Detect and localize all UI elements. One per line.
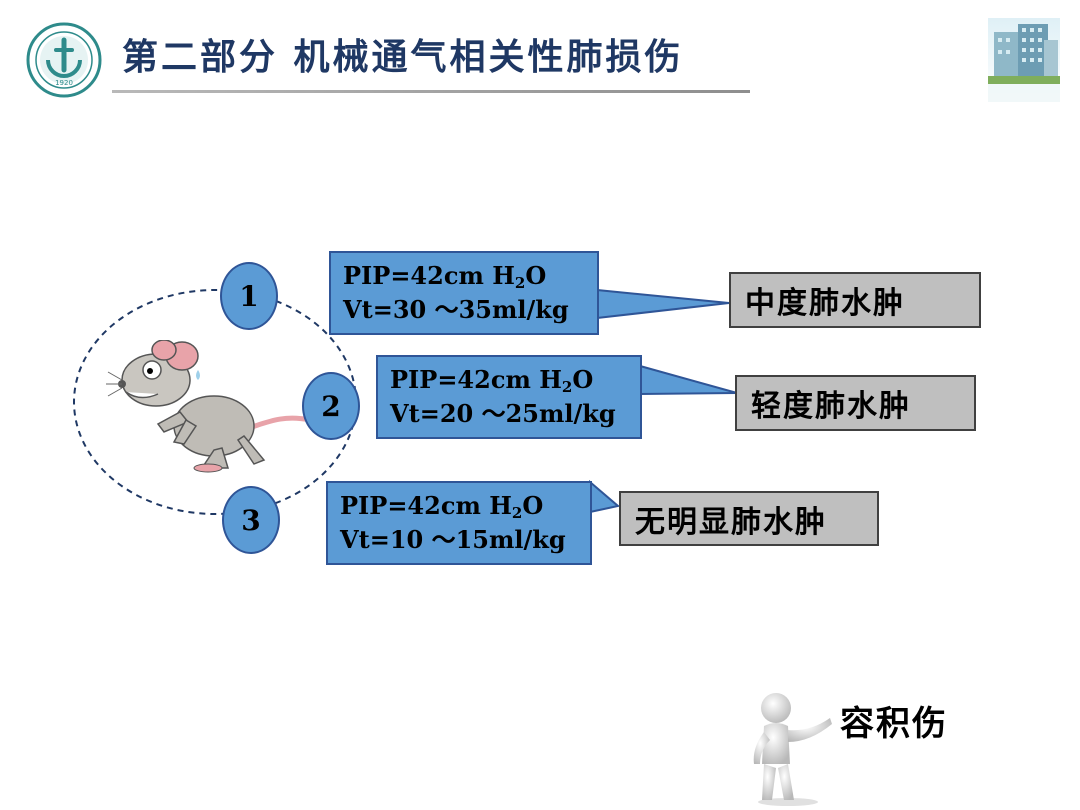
pip-line-2: PIP=42cm H2O xyxy=(390,365,594,396)
hospital-logo-icon: 1920 xyxy=(26,22,102,98)
cartoon-mouse-icon xyxy=(106,340,313,473)
vt-line-2: Vt=20 ～25ml/kg xyxy=(390,399,616,428)
result-box-3: 无明显肺水肿 xyxy=(619,491,879,546)
caption-volume-injury: 容积伤 xyxy=(840,704,948,744)
hospital-building-icon xyxy=(988,18,1060,102)
group-number-3: 3 xyxy=(222,486,280,554)
pip-line-1: PIP=42cm H2O xyxy=(343,261,547,292)
group-number-1: 1 xyxy=(220,262,278,330)
vt-line-1: Vt=30 ～35ml/kg xyxy=(343,295,569,324)
param-box-2: PIP=42cm H2O Vt=20 ～25ml/kg xyxy=(376,355,642,439)
logo-year: 1920 xyxy=(55,79,73,87)
title-divider xyxy=(112,90,750,93)
result-box-2: 轻度肺水肿 xyxy=(735,375,976,431)
pip-line-3: PIP=42cm H2O xyxy=(340,491,544,522)
page-title: 第二部分 机械通气相关性肺损伤 xyxy=(122,36,684,78)
3d-person-presenting-icon xyxy=(753,693,832,806)
param-box-1: PIP=42cm H2O Vt=30 ～35ml/kg xyxy=(329,251,599,335)
param-box-3: PIP=42cm H2O Vt=10 ～15ml/kg xyxy=(326,481,592,565)
vt-line-3: Vt=10 ～15ml/kg xyxy=(340,525,566,554)
group-number-2: 2 xyxy=(302,372,360,440)
result-box-1: 中度肺水肿 xyxy=(729,272,981,328)
